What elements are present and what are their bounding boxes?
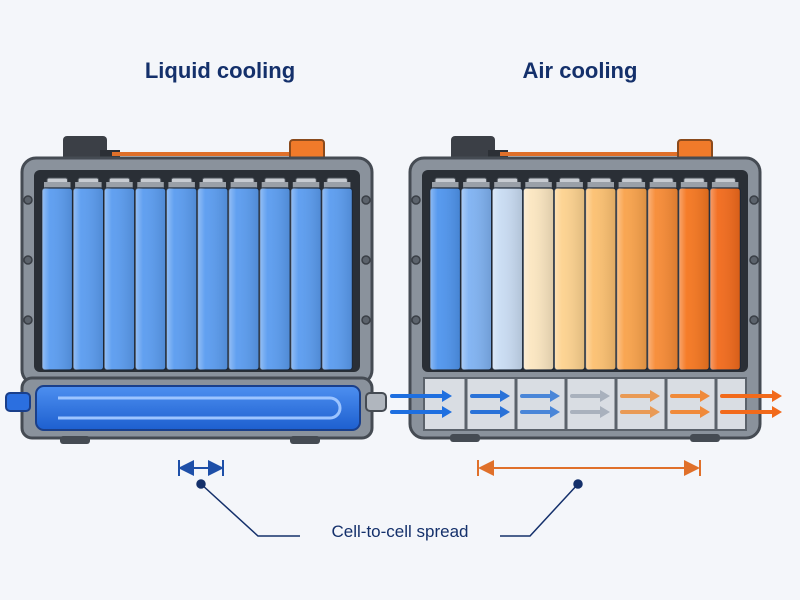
liquid-spread-indicator <box>178 460 224 476</box>
air-battery-pack <box>390 136 782 442</box>
battery-cell <box>460 177 493 371</box>
airflow-arrow-icon <box>670 390 710 402</box>
airflow-arrow-icon <box>620 406 660 418</box>
airflow-arrow-icon <box>390 406 452 418</box>
outlet-pipe <box>365 392 387 412</box>
battery-cell <box>429 177 462 371</box>
battery-cell <box>259 177 291 371</box>
airflow-arrow-icon <box>620 390 660 402</box>
battery-cell <box>134 177 167 371</box>
liquid-cooling-title: Liquid cooling <box>144 58 296 83</box>
airflow-arrow-icon <box>670 406 710 418</box>
airflow-arrow-icon <box>470 406 510 418</box>
battery-cell <box>41 177 74 371</box>
battery-cell <box>678 177 710 371</box>
callout-leaders <box>196 479 583 537</box>
air-duct <box>423 377 747 431</box>
battery-cell <box>228 177 260 371</box>
battery-cell <box>196 177 229 371</box>
airflow-arrow-icon <box>470 390 510 402</box>
airflow-arrow-icon <box>520 406 560 418</box>
battery-cell <box>615 177 648 371</box>
cell-to-cell-spread-label: Cell-to-cell spread <box>300 522 500 542</box>
battery-cell <box>290 177 322 371</box>
battery-cell <box>584 177 617 371</box>
airflow-arrow-icon <box>570 390 610 402</box>
airflow-arrow-icon <box>720 406 782 418</box>
coolant-pipe-icon <box>58 396 342 420</box>
battery-cell <box>321 177 353 371</box>
battery-cell <box>522 177 555 371</box>
airflow-arrow-icon <box>390 390 452 402</box>
battery-cell <box>103 177 136 371</box>
air-cooling-title: Air cooling <box>522 58 638 83</box>
battery-cell <box>553 177 586 371</box>
airflow-arrow-icon <box>570 406 610 418</box>
air-spread-indicator <box>477 460 701 476</box>
battery-cell <box>491 177 524 371</box>
battery-cell <box>165 177 198 371</box>
airflow-arrow-icon <box>520 390 560 402</box>
inlet-pipe <box>5 392 31 412</box>
battery-cell <box>709 177 742 371</box>
battery-cell <box>72 177 105 371</box>
liquid-battery-pack <box>5 136 387 444</box>
airflow-arrow-icon <box>720 390 782 402</box>
battery-cell <box>647 177 679 371</box>
